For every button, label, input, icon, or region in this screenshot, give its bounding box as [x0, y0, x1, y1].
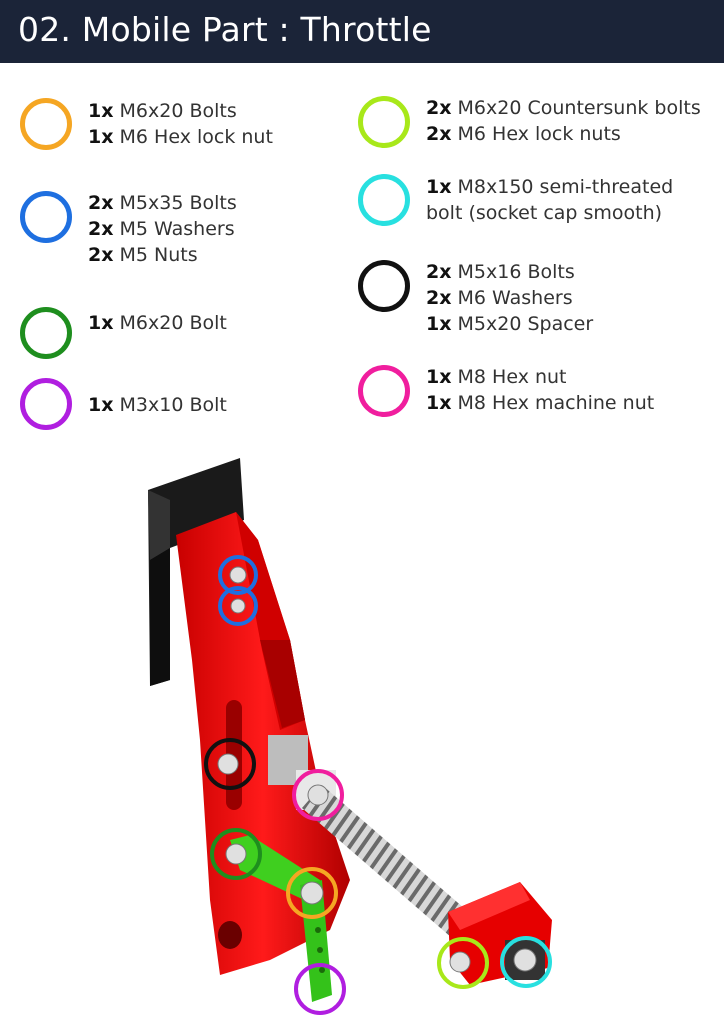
legend-line: 2x M5x16 Bolts [426, 259, 593, 285]
quantity-label: 1x [426, 313, 452, 335]
legend-line: 2x M6 Washers [426, 285, 593, 311]
pedal-pad [148, 458, 244, 686]
green-ring-icon [20, 307, 72, 359]
title-bar: 02. Mobile Part : Throttle [0, 0, 724, 63]
cyan-ring-icon [358, 174, 410, 226]
legend-line: 1x M8 Hex machine nut [426, 390, 654, 416]
quantity-label: 1x [426, 366, 452, 388]
part-label: M5x20 Spacer [451, 313, 594, 335]
part-label: M6 Hex lock nut [113, 126, 273, 148]
part-label: M6x20 Bolts [113, 100, 237, 122]
black-ring-icon [358, 260, 410, 312]
part-label: M8 Hex machine nut [451, 392, 655, 414]
quantity-label: 2x [88, 244, 114, 266]
part-label: M6x20 Bolt [113, 312, 227, 334]
blue-ring-icon [20, 191, 72, 243]
part-label: M5x16 Bolts [451, 261, 575, 283]
return-spring [302, 785, 472, 938]
quantity-label: 1x [88, 100, 114, 122]
legend-line: 1x M6 Hex lock nut [88, 124, 273, 150]
cyan-callout-icon [500, 936, 552, 988]
callout-rings [204, 555, 552, 1015]
legend-line: 1x M6x20 Bolts [88, 98, 273, 124]
purple-ring-icon [20, 378, 72, 430]
legend-line: 2x M5 Washers [88, 216, 237, 242]
part-label: M6 Hex lock nuts [451, 123, 621, 145]
legend-line: 2x M5 Nuts [88, 242, 237, 268]
page-title: 02. Mobile Part : Throttle [18, 10, 432, 49]
orange-ring-icon [20, 98, 72, 150]
lime-callout-icon [437, 937, 489, 989]
quantity-label: 2x [426, 287, 452, 309]
quantity-label: 2x [426, 123, 452, 145]
lime-ring-icon [358, 96, 410, 148]
legend-line: 2x M6x20 Countersunk bolts [426, 95, 701, 121]
quantity-label: 1x [426, 176, 452, 198]
legend-line: 1x M6x20 Bolt [88, 310, 227, 336]
orange-callout-icon [286, 867, 338, 919]
legend-line: 1x M8x150 semi-threated [426, 174, 673, 200]
bolt-heads [217, 566, 537, 973]
magenta-callout-icon [292, 769, 344, 821]
green-callout-icon [210, 828, 262, 880]
blue-callout-icon [218, 586, 258, 626]
quantity-label: 1x [88, 394, 114, 416]
quantity-label: 2x [88, 192, 114, 214]
part-label: M5 Washers [113, 218, 235, 240]
legend-line: 1x M8 Hex nut [426, 364, 654, 390]
legend-line: 1x M5x20 Spacer [426, 311, 593, 337]
quantity-label: 1x [426, 392, 452, 414]
part-label: M8x150 semi-threated [451, 176, 674, 198]
blue-callout-icon [218, 555, 258, 595]
magenta-ring-icon [358, 365, 410, 417]
part-label: M5 Nuts [113, 244, 198, 266]
black-callout-icon [204, 738, 256, 790]
part-label: M8 Hex nut [451, 366, 567, 388]
quantity-label: 2x [426, 261, 452, 283]
quantity-label: 2x [88, 218, 114, 240]
quantity-label: 2x [426, 97, 452, 119]
part-label: M5x35 Bolts [113, 192, 237, 214]
quantity-label: 1x [88, 312, 114, 334]
part-label: M6 Washers [451, 287, 573, 309]
legend-line: 2x M5x35 Bolts [88, 190, 237, 216]
purple-callout-icon [294, 963, 346, 1015]
part-label: bolt (socket cap smooth) [426, 202, 663, 224]
legend-line: bolt (socket cap smooth) [426, 200, 673, 226]
legend-line: 1x M3x10 Bolt [88, 392, 227, 418]
part-label: M6x20 Countersunk bolts [451, 97, 701, 119]
quantity-label: 1x [88, 126, 114, 148]
green-link [230, 835, 332, 1002]
legend-line: 2x M6 Hex lock nuts [426, 121, 701, 147]
part-label: M3x10 Bolt [113, 394, 227, 416]
